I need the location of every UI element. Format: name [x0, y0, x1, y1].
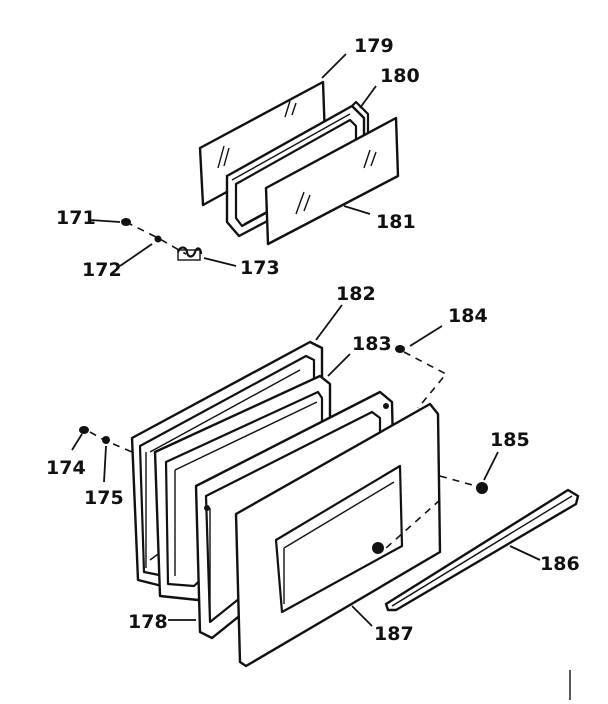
label-174: 174: [46, 457, 86, 479]
label-186: 186: [540, 553, 580, 575]
label-173: 173: [240, 257, 280, 279]
leader-lines: [71, 53, 571, 700]
label-179: 179: [354, 35, 394, 57]
label-178: 178: [128, 611, 168, 633]
label-183: 183: [352, 333, 392, 355]
part-181-glass-panel: [264, 116, 400, 246]
label-175: 175: [84, 487, 124, 509]
parts-174-175-screws: [79, 426, 133, 453]
label-172: 172: [82, 259, 122, 281]
callout-labels: 179 180 181 171 172 173 182 183 184 185 …: [46, 35, 580, 645]
label-180: 180: [380, 65, 420, 87]
label-171: 171: [56, 207, 96, 229]
parts-171-173-hardware: [121, 218, 203, 261]
label-184: 184: [448, 305, 488, 327]
part-184-screw: [395, 345, 448, 409]
label-187: 187: [374, 623, 414, 645]
part-186-door-handle: [384, 488, 580, 612]
label-185: 185: [490, 429, 530, 451]
label-182: 182: [336, 283, 376, 305]
part-187-outer-door-panel: [234, 402, 442, 668]
label-181: 181: [376, 211, 416, 233]
part-185-screw: [385, 475, 488, 549]
